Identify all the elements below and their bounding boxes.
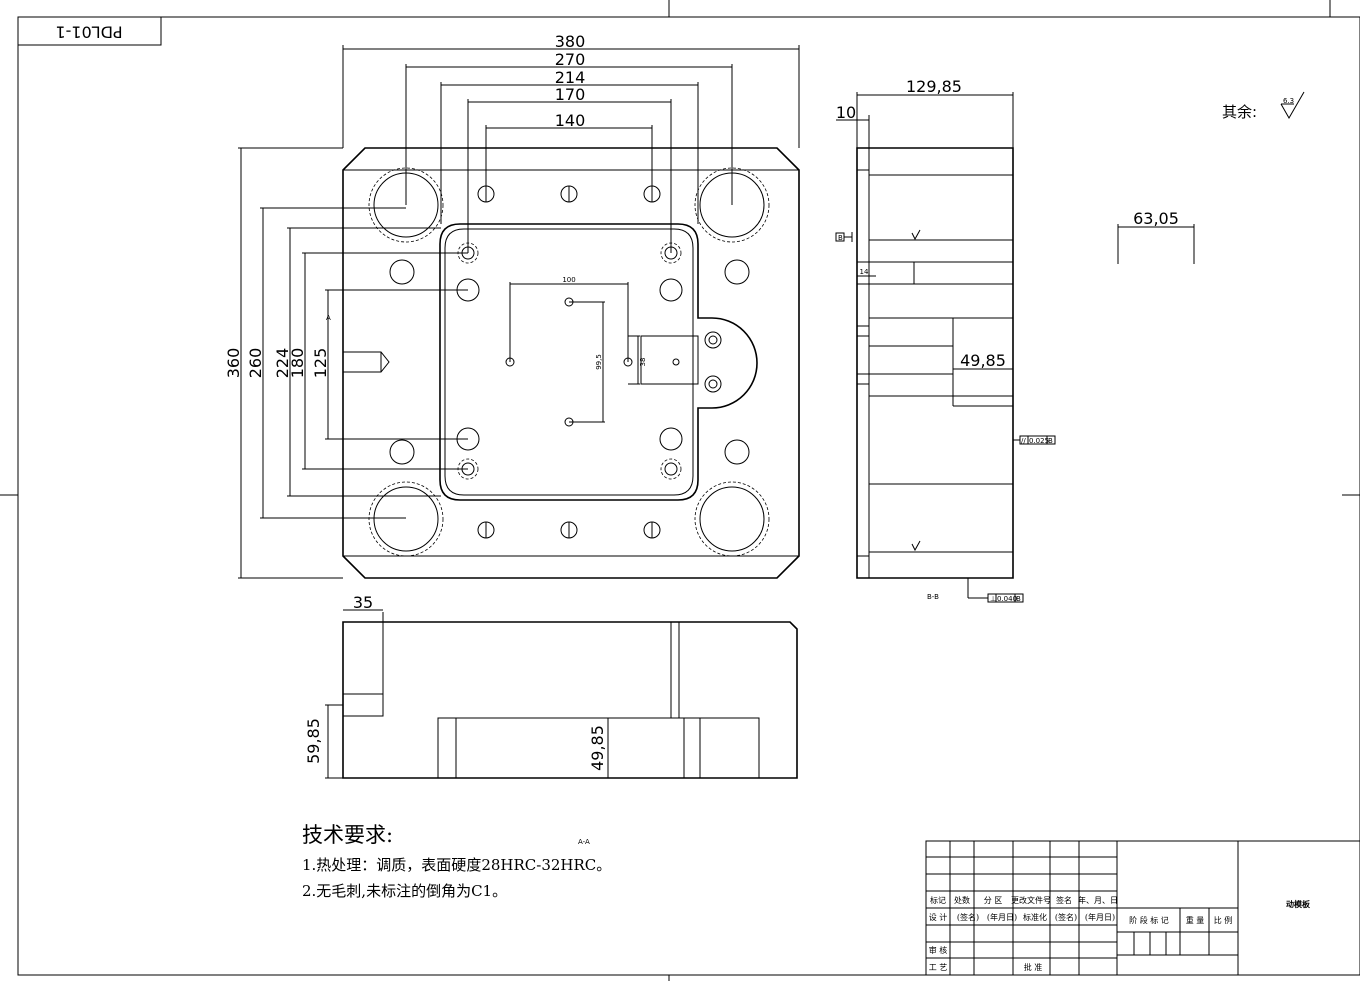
svg-text:B: B [838,234,843,242]
dim-63-05: 63,05 [1117,209,1195,264]
guide-bores [368,167,770,557]
svg-text:标记: 标记 [930,895,946,905]
svg-text:1.热处理：调质，表面硬度28HRC-32HRC。: 1.热处理：调质，表面硬度28HRC-32HRC。 [302,856,611,874]
svg-text:技术要求:: 技术要求: [302,823,393,847]
svg-text:比 例: 比 例 [1214,915,1233,925]
svg-text:分 区: 分 区 [984,896,1003,905]
part-name: 动模板 [1286,899,1311,909]
svg-text:签名: 签名 [1056,895,1072,905]
svg-text:6.3: 6.3 [1283,97,1294,105]
svg-text:B: B [1048,437,1053,445]
svg-text:10: 10 [836,103,856,122]
svg-text:49,85: 49,85 [588,725,607,771]
svg-text:⊥: ⊥ [990,595,996,603]
svg-text:批 准: 批 准 [1024,962,1043,972]
top-view: A 380 270 214 170 140 [224,32,800,579]
svg-text:214: 214 [555,68,586,87]
svg-text:B-B: B-B [927,593,939,601]
svg-text:260: 260 [246,348,265,379]
svg-text:224: 224 [273,348,292,379]
svg-text:(签名): (签名) [1055,912,1077,922]
svg-text:14: 14 [860,268,869,276]
svg-text:360: 360 [224,348,243,379]
svg-text:A-A: A-A [578,838,590,846]
svg-text:35: 35 [353,593,373,612]
svg-text:0.025: 0.025 [1029,437,1049,445]
top-vertical-dims: 360 260 224 180 125 99,5 38 [224,147,647,579]
svg-text:270: 270 [555,50,586,69]
svg-text:设 计: 设 计 [929,912,948,922]
svg-text:年、月、日: 年、月、日 [1078,895,1118,905]
svg-text:38: 38 [639,358,647,367]
svg-text://: // [1021,437,1026,445]
top-horizontal-dims: 380 270 214 170 140 100 [342,32,800,362]
drawing-code: PDL01-1 [55,23,122,42]
svg-text:(年月日): (年月日) [987,912,1017,922]
side-view: 129,85 10 14 49,85 B // 0.025 B ⊥ 0.040 … [835,77,1056,603]
front-view: 35 59,85 49,85 A-A [304,593,798,846]
svg-text:63,05: 63,05 [1133,209,1179,228]
svg-text:170: 170 [555,85,586,104]
svg-text:重 量: 重 量 [1186,915,1205,925]
svg-text:工 艺: 工 艺 [929,963,948,972]
screw-holes [389,185,750,539]
title-block: 标记 处数 分 区 更改文件号 签名 年、月、日 设 计 (签名) (年月日) … [925,840,1360,976]
svg-text:审 核: 审 核 [929,945,948,955]
svg-text:180: 180 [288,348,307,379]
svg-text:更改文件号: 更改文件号 [1011,895,1051,905]
svg-text:B: B [1016,595,1021,603]
tech-requirements: 技术要求: 1.热处理：调质，表面硬度28HRC-32HRC。 2.无毛刺,未标… [302,823,611,900]
svg-text:125: 125 [311,348,330,379]
svg-text:140: 140 [555,111,586,130]
svg-text:阶 段 标 记: 阶 段 标 记 [1129,915,1169,925]
svg-text:(年月日): (年月日) [1085,912,1115,922]
svg-text:其余:: 其余: [1222,103,1257,121]
svg-text:2.无毛刺,未标注的倒角为C1。: 2.无毛刺,未标注的倒角为C1。 [302,882,507,900]
svg-text:380: 380 [555,32,586,51]
svg-text:49,85: 49,85 [960,351,1006,370]
svg-text:0.040: 0.040 [997,595,1017,603]
roughness-note: 其余: 6.3 [1222,91,1305,121]
svg-text:59,85: 59,85 [304,718,323,764]
drawing-code-box: PDL01-1 [17,16,162,46]
svg-text:129,85: 129,85 [906,77,962,96]
svg-text:处数: 处数 [954,895,970,905]
svg-text:标准化: 标准化 [1023,912,1047,922]
svg-text:99,5: 99,5 [595,354,603,370]
svg-text:100: 100 [562,276,575,284]
svg-text:(签名): (签名) [957,912,979,922]
